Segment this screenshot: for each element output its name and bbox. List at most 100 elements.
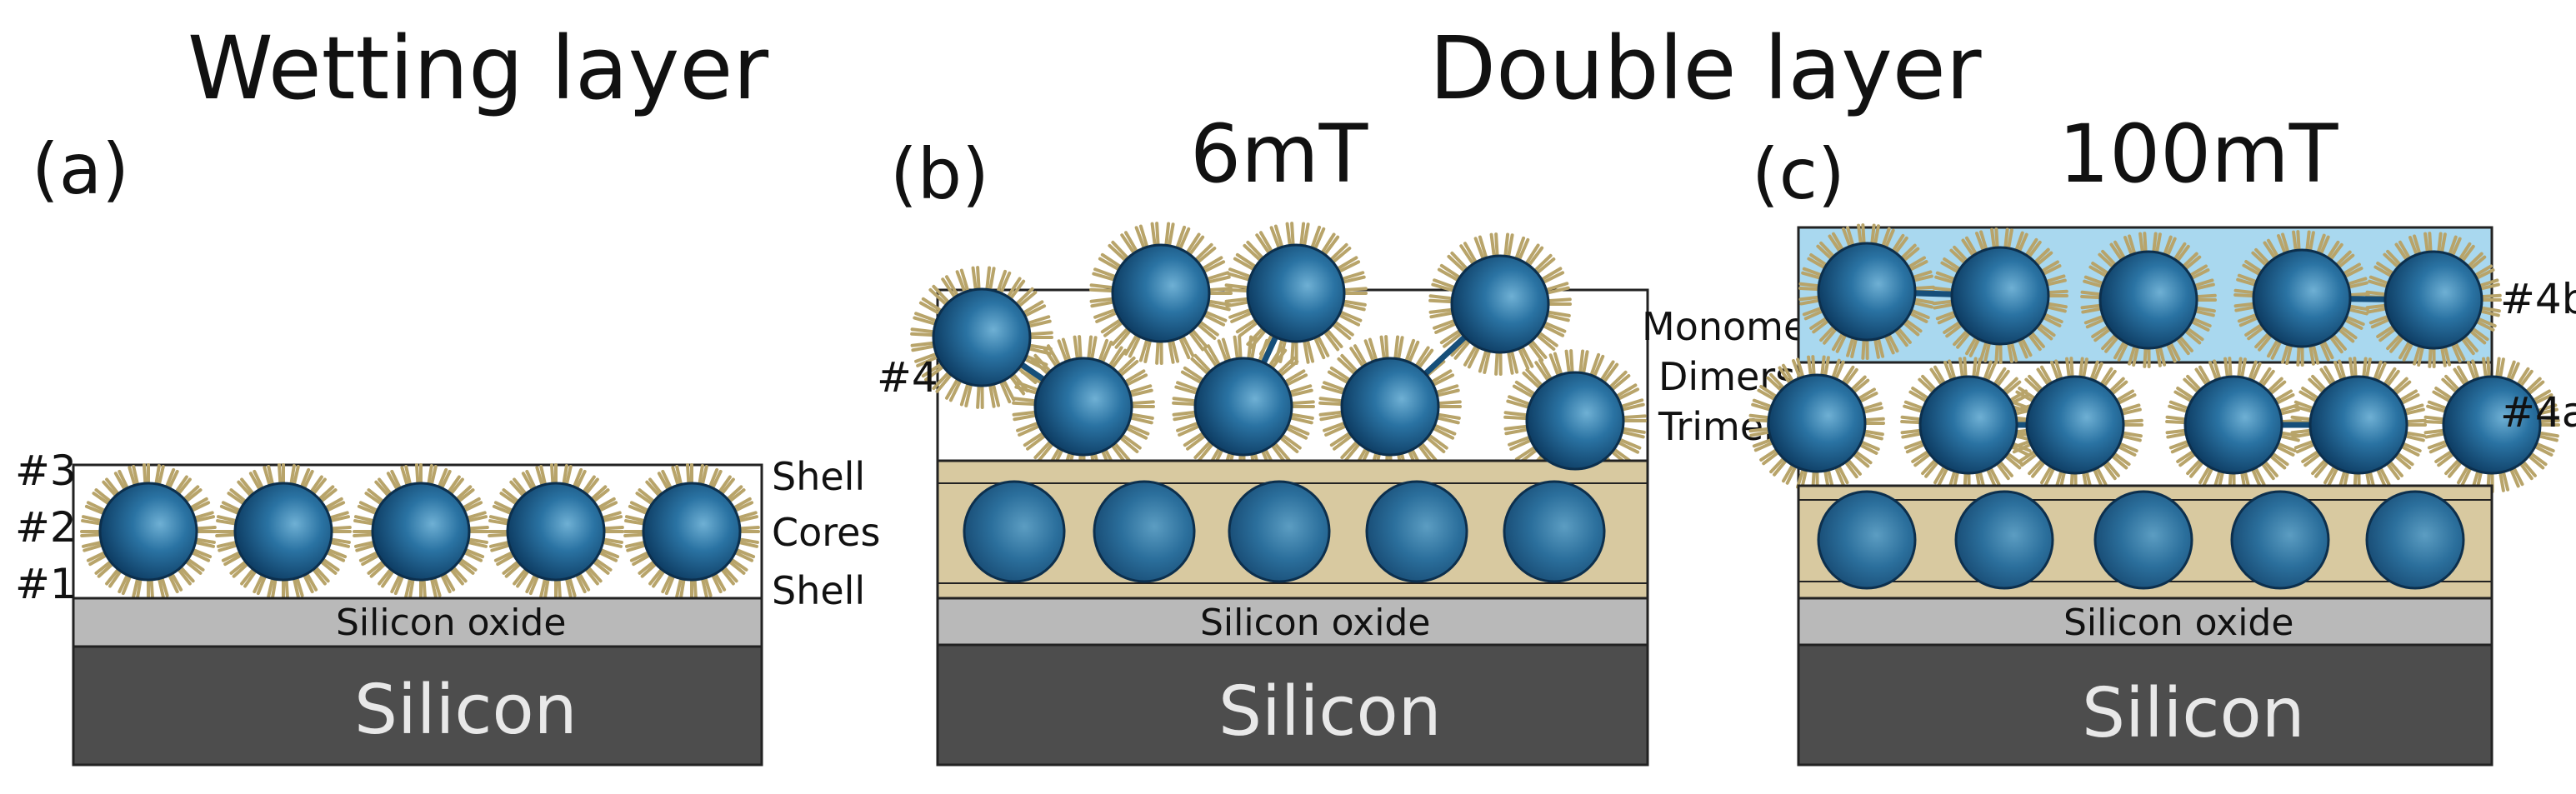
nanoparticle-core — [2383, 250, 2483, 350]
ligand-strand — [2427, 439, 2450, 450]
ligand-strand — [400, 466, 410, 489]
ligand-strand — [1150, 222, 1158, 249]
ligand-strand — [2234, 305, 2258, 312]
panel-b-label: (b) — [890, 133, 989, 215]
nanoparticle-core — [1503, 480, 1606, 583]
ligand-strand — [2040, 365, 2053, 387]
ligand-strand — [319, 557, 340, 572]
ligand-strand — [2398, 240, 2412, 262]
ligand-strand — [1873, 224, 1880, 247]
ligand-strand — [1429, 311, 1456, 319]
ligand-strand — [2505, 360, 2516, 383]
ligand-strand — [1796, 357, 1805, 381]
ligand-strand — [355, 542, 378, 552]
ligand-strand — [924, 363, 947, 382]
ligand-strand — [1613, 383, 1638, 399]
ligand-strand — [1921, 457, 1938, 476]
ligand-strand — [2495, 357, 2501, 381]
ligand-strand — [2471, 359, 2480, 382]
ligand-strand — [1324, 423, 1349, 437]
ligand-strand — [728, 557, 748, 572]
ligand-strand — [1842, 227, 1853, 250]
ligand-strand — [1945, 322, 1965, 338]
ligand-strand — [596, 550, 618, 562]
ligand-strand — [2536, 418, 2560, 424]
ligand-strand — [253, 572, 265, 594]
ligand-strand — [502, 488, 522, 505]
ligand-strand — [2168, 439, 2192, 450]
ligand-strand — [1543, 282, 1569, 292]
ligand-strand — [1506, 233, 1514, 260]
ligand-strand — [1204, 275, 1231, 285]
ligand-strand — [82, 540, 105, 548]
ligand-strand — [2498, 469, 2505, 492]
ligand-strand — [1187, 235, 1205, 258]
ligand-strand — [2254, 330, 2272, 349]
ligand-strand — [2472, 264, 2493, 278]
ligand-strand — [1578, 349, 1585, 377]
ligand-strand — [2340, 262, 2361, 277]
ligand-strand — [1870, 223, 1876, 247]
ligand-strand — [914, 312, 940, 323]
ligand-strand — [1319, 232, 1336, 256]
ligand-strand — [1607, 370, 1628, 391]
ligand-strand — [2238, 315, 2261, 327]
ligand-strand — [2308, 231, 2315, 254]
ligand-strand — [1857, 392, 1878, 404]
ligand-strand — [1463, 342, 1478, 367]
ligand-strand — [1934, 275, 1958, 285]
ligand-strand — [528, 572, 540, 596]
ligand-strand — [1033, 438, 1053, 460]
ligand-strand — [92, 492, 113, 507]
ligand-strand — [1339, 302, 1366, 312]
ligand-strand — [358, 550, 381, 562]
ligand-strand — [1907, 311, 1928, 323]
ligand-strand — [88, 552, 110, 567]
ligand-strand — [2434, 448, 2455, 463]
ligand-strand — [2342, 267, 2363, 279]
ligand-strand — [2239, 357, 2247, 381]
ligand-strand — [1929, 367, 1944, 388]
ligand-strand — [1994, 369, 2010, 390]
ligand-strand — [1315, 332, 1330, 357]
ligand-strand — [735, 540, 758, 548]
ligand-strand — [2335, 326, 2355, 343]
ligand-strand — [2041, 312, 2063, 324]
ligand-strand — [2083, 275, 2107, 286]
ligand-strand — [159, 574, 169, 597]
ligand-strand — [988, 267, 996, 293]
ligand-strand — [2474, 316, 2497, 328]
ligand-strand — [217, 515, 240, 523]
ligand-strand — [1176, 381, 1202, 392]
ligand-strand — [625, 515, 648, 523]
ligand-strand — [308, 475, 323, 496]
ligand-strand — [2338, 359, 2347, 382]
ligand-strand — [1197, 441, 1216, 462]
ligand-strand — [1430, 426, 1455, 440]
ligand-strand — [594, 497, 616, 511]
ligand-strand — [1173, 413, 1199, 422]
ligand-strand — [1097, 338, 1109, 365]
ligand-strand — [2132, 343, 2140, 367]
ligand-strand — [2301, 387, 2322, 402]
ligand-strand — [1857, 223, 1863, 247]
ligand-strand — [1846, 334, 1855, 357]
ligand-strand — [2530, 389, 2551, 403]
ligand-strand — [374, 480, 392, 499]
ligand-strand — [1522, 371, 1543, 391]
ligand-strand — [2383, 252, 2401, 270]
ligand-strand — [1288, 412, 1314, 420]
ligand-strand — [717, 475, 732, 496]
ligand-strand — [1751, 402, 1774, 412]
ligand-strand — [1855, 387, 1876, 402]
ligand-strand — [1536, 330, 1558, 347]
ligand-strand — [271, 576, 278, 599]
ligand-strand — [2345, 307, 2368, 316]
ligand-strand — [2378, 326, 2398, 342]
ligand-strand — [381, 567, 396, 588]
ligand-strand — [1167, 222, 1175, 249]
ligand-strand — [1766, 376, 1784, 393]
nanoparticle-core — [1954, 490, 2054, 590]
ligand-strand — [638, 558, 658, 575]
ligand-strand — [323, 501, 346, 513]
